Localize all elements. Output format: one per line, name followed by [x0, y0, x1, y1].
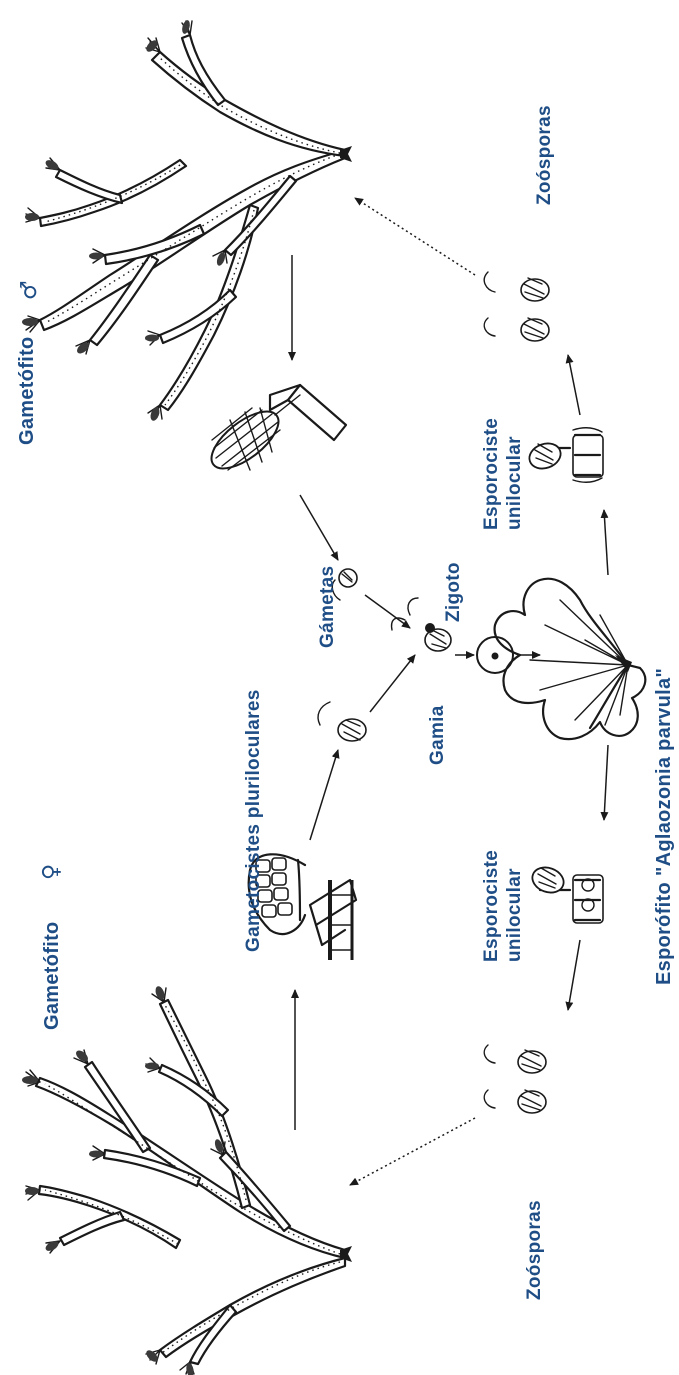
arrow-gamete-to-gamia-1 — [365, 595, 410, 628]
arrow-sporophyte-to-sporangium-top — [604, 510, 608, 575]
label-zigoto: Zigoto — [443, 562, 464, 622]
label-esporofito: Esporófito "Aglaozonia parvula" — [653, 668, 675, 985]
arrow-sporangium-to-zoospores-bottom — [568, 940, 580, 1010]
label-unilocular-bottom: unilocular — [504, 868, 525, 962]
arrow-sporophyte-to-sporangium-bottom — [604, 745, 608, 820]
male-gametophyte-illustration — [22, 19, 352, 422]
zoospores-bottom-illustration — [484, 1045, 546, 1113]
label-gametofito-female: Gametófito — [41, 921, 63, 1030]
arrow-zoospores-to-female — [350, 1118, 475, 1185]
label-esporociste-bottom: Esporociste — [481, 850, 502, 962]
label-esporociste-top: Esporociste — [481, 418, 502, 530]
zoospores-top-illustration — [484, 272, 549, 341]
label-gametas: Gámetas — [317, 566, 338, 648]
female-gametophyte-illustration — [22, 985, 352, 1375]
arrow-female-gametangium-to-gamete — [310, 750, 338, 840]
arrow-zoospores-to-male — [355, 198, 475, 275]
sporangium-top-illustration — [526, 428, 603, 482]
label-zoosporas-top: Zoósporas — [534, 105, 555, 205]
female-gametangium-illustration — [249, 854, 356, 960]
sporophyte-illustration — [495, 579, 646, 739]
arrow-gametangium-to-gamete — [300, 495, 338, 560]
arrow-gamete-to-gamia-2 — [370, 655, 415, 712]
cycle-arrows — [292, 198, 608, 1185]
label-zoosporas-bottom: Zoósporas — [524, 1200, 545, 1300]
label-gamia: Gamia — [427, 705, 448, 765]
male-gametangium-illustration — [202, 385, 346, 479]
arrow-sporangium-to-zoospores-top — [568, 355, 580, 415]
female-symbol: ♀ — [39, 864, 64, 880]
male-symbol: ♂ — [17, 280, 42, 300]
sporangium-bottom-illustration — [529, 863, 603, 923]
label-gametocistes: Gametocistes pluriloculares — [243, 689, 264, 952]
label-gametofito-male: Gametófito — [16, 336, 38, 445]
label-unilocular-top: unilocular — [504, 436, 525, 530]
